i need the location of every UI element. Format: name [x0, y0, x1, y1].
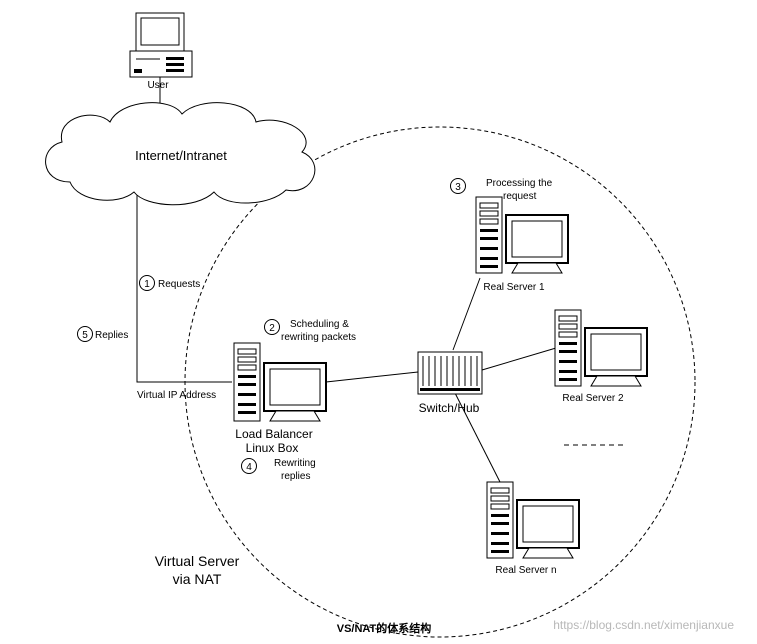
cloud-to-load-balancer-link — [136, 195, 232, 383]
switch-to-servern-link — [454, 392, 501, 483]
step-3-text-line1: Processing the — [486, 178, 553, 189]
virtual-ip-label: Virtual IP Address — [137, 390, 216, 401]
step-3-marker: 3 Processing the request — [450, 178, 553, 202]
step-1-number: 1 — [144, 279, 150, 290]
load-balancer-label-line1: Load Balancer — [235, 427, 312, 441]
user-label: User — [147, 80, 169, 91]
cloud-shape — [45, 102, 316, 206]
step-4-text-line2: replies — [281, 471, 310, 482]
step-3-number: 3 — [455, 182, 461, 193]
step-4-number: 4 — [246, 462, 252, 473]
step-4-marker: 4 Rewriting replies — [241, 458, 316, 482]
switch-hub-label: Switch/Hub — [419, 401, 480, 415]
diagram-title-line1: Virtual Server — [155, 553, 240, 569]
step-5-number: 5 — [82, 330, 88, 341]
load-balancer-label-line2: Linux Box — [246, 441, 299, 455]
step-2-text-line2: rewriting packets — [281, 332, 356, 343]
switch-to-server2-link — [481, 347, 557, 371]
figure-caption: VS/NAT的体系结构 — [337, 621, 432, 635]
cloud-label: Internet/Intranet — [135, 148, 227, 163]
internet-cloud: Internet/Intranet — [45, 102, 316, 206]
step-1-marker: 1 Requests — [139, 275, 200, 291]
watermark-url: https://blog.csdn.net/ximenjianxue — [553, 618, 734, 632]
step-2-marker: 2 Scheduling & rewriting packets — [264, 319, 356, 343]
step-2-number: 2 — [269, 323, 275, 334]
step-5-text: Replies — [95, 330, 128, 341]
user-workstation — [129, 12, 193, 78]
load-balancer-computer — [233, 342, 327, 422]
real-server-n-computer — [486, 481, 580, 559]
step-3-text-line2: request — [503, 191, 537, 202]
network-links — [136, 76, 557, 483]
real-server-2-computer — [554, 309, 648, 387]
step-1-text: Requests — [158, 279, 200, 290]
switch-hub-device — [417, 351, 483, 395]
step-2-text-line1: Scheduling & — [290, 319, 349, 330]
diagram-title-line2: via NAT — [173, 571, 222, 587]
real-server-1-label: Real Server 1 — [483, 282, 545, 293]
load-balancer-to-switch-link — [325, 371, 419, 383]
real-server-2-label: Real Server 2 — [562, 393, 624, 404]
step-4-text-line1: Rewriting — [274, 458, 316, 469]
real-server-1-computer — [475, 196, 569, 274]
real-server-n-label: Real Server n — [495, 565, 556, 576]
step-5-marker: 5 Replies — [77, 326, 128, 342]
switch-to-server1-link — [452, 277, 481, 351]
